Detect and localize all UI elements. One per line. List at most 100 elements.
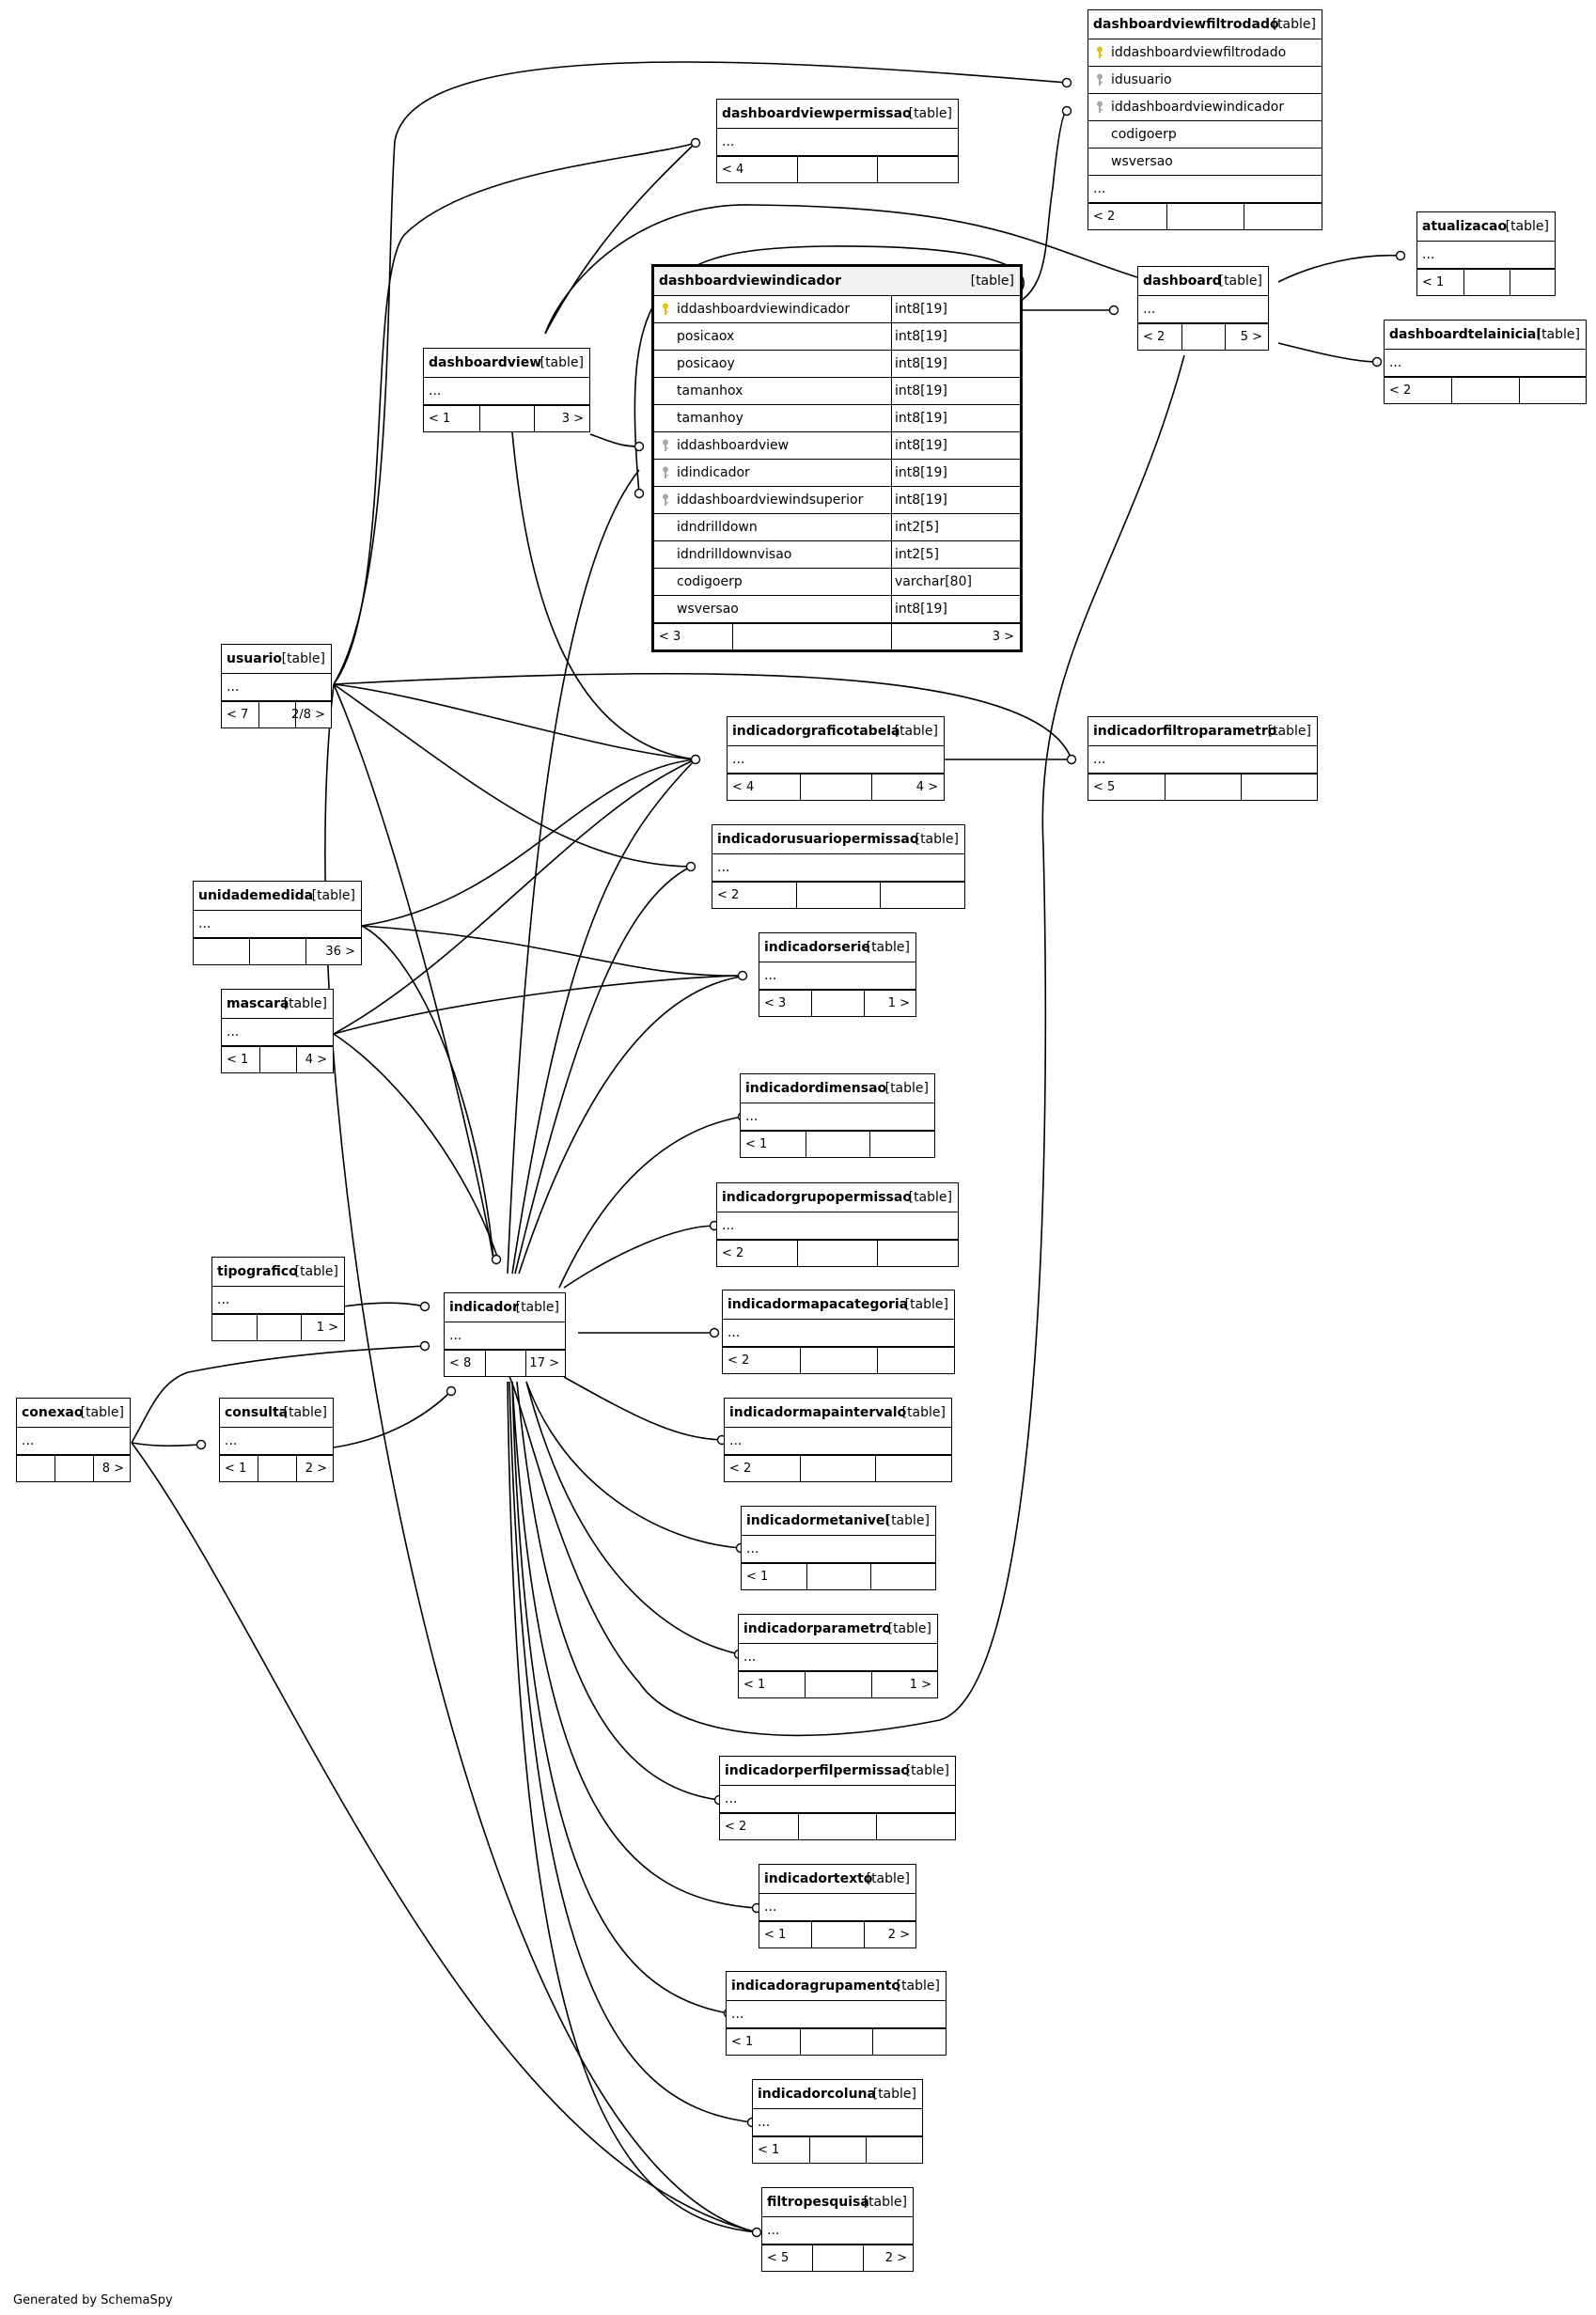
columns-collapsed[interactable]: ...: [222, 674, 331, 701]
table-header[interactable]: indicador[table]: [445, 1293, 565, 1322]
parents-count[interactable]: < 1: [429, 412, 451, 426]
table-dashboardviewindicador[interactable]: dashboardviewindicador[table]iddashboard…: [651, 264, 1023, 652]
parents-count[interactable]: < 2: [729, 1462, 752, 1476]
table-indicadorserie[interactable]: indicadorserie[table]... < 3 1 >: [759, 932, 916, 1017]
table-dashboardtelainicial[interactable]: dashboardtelainicial[table]...< 2: [1384, 320, 1587, 404]
children-count[interactable]: 8 >: [102, 1462, 124, 1476]
table-header[interactable]: filtropesquisa[table]: [762, 2188, 913, 2217]
parents-count[interactable]: < 8: [449, 1356, 472, 1370]
columns-collapsed[interactable]: ...: [1417, 242, 1555, 269]
columns-collapsed[interactable]: ...: [728, 746, 944, 774]
columns-collapsed[interactable]: ...: [762, 2217, 913, 2245]
table-header[interactable]: usuario[table]: [222, 645, 331, 674]
table-header[interactable]: dashboardview[table]: [424, 349, 589, 378]
parents-count[interactable]: < 1: [758, 2143, 780, 2157]
parents-count[interactable]: < 2: [725, 1820, 747, 1834]
table-atualizacao[interactable]: atualizacao[table]...< 1: [1416, 211, 1556, 296]
table-header[interactable]: indicadormapacategoria[table]: [723, 1290, 954, 1320]
parents-count[interactable]: < 1: [227, 1053, 249, 1067]
parents-count[interactable]: < 2: [1389, 383, 1412, 398]
columns-collapsed[interactable]: ...: [194, 911, 361, 938]
children-count[interactable]: 1 >: [316, 1321, 338, 1335]
table-indicadorcoluna[interactable]: indicadorcoluna[table]...< 1: [752, 2079, 923, 2164]
columns-collapsed[interactable]: ...: [717, 1212, 958, 1240]
columns-collapsed[interactable]: ...: [759, 1894, 915, 1921]
parents-count[interactable]: < 2: [717, 888, 740, 902]
columns-collapsed[interactable]: ...: [445, 1322, 565, 1350]
table-header[interactable]: tipografico[table]: [212, 1258, 344, 1287]
children-count[interactable]: 4 >: [915, 780, 938, 794]
columns-collapsed[interactable]: ...: [1088, 746, 1317, 774]
table-header[interactable]: indicadoragrupamento[table]: [727, 1972, 946, 2001]
children-count[interactable]: 36 >: [325, 945, 355, 959]
table-header[interactable]: indicadorfiltroparametro[table]: [1088, 717, 1317, 746]
table-indicadortexto[interactable]: indicadortexto[table]... < 1 2 >: [759, 1864, 916, 1948]
columns-collapsed[interactable]: ...: [739, 1644, 937, 1671]
columns-collapsed[interactable]: ...: [741, 1103, 934, 1131]
table-header[interactable]: indicadormapaintervalo[table]: [725, 1399, 951, 1428]
table-header[interactable]: indicadortexto[table]: [759, 1865, 915, 1894]
children-count[interactable]: 3 >: [561, 412, 584, 426]
table-header[interactable]: mascara[table]: [222, 990, 333, 1019]
columns-collapsed[interactable]: ...: [712, 854, 964, 882]
parents-count[interactable]: < 4: [732, 780, 755, 794]
table-indicadormapaintervalo[interactable]: indicadormapaintervalo[table]...< 2: [724, 1398, 952, 1482]
table-indicadormetanivel[interactable]: indicadormetanivel[table]...< 1: [741, 1506, 936, 1590]
children-count[interactable]: 3 >: [992, 630, 1014, 644]
columns-collapsed[interactable]: ...: [222, 1019, 333, 1046]
columns-collapsed[interactable]: ...: [1385, 350, 1586, 377]
columns-collapsed[interactable]: ...: [17, 1428, 130, 1455]
children-count[interactable]: 2 >: [305, 1462, 327, 1476]
table-header[interactable]: consulta[table]: [220, 1399, 333, 1428]
table-indicadorperfilpermissao[interactable]: indicadorperfilpermissao[table]...< 2: [719, 1756, 956, 1840]
table-indicador[interactable]: indicador[table]... < 8 17 >: [444, 1292, 566, 1377]
table-header[interactable]: conexao[table]: [17, 1399, 130, 1428]
parents-count[interactable]: < 1: [764, 1928, 787, 1942]
table-header[interactable]: indicadorserie[table]: [759, 933, 915, 962]
columns-collapsed[interactable]: ...: [424, 378, 589, 405]
parents-count[interactable]: < 2: [722, 1246, 744, 1260]
table-header[interactable]: unidademedida[table]: [194, 882, 361, 911]
columns-collapsed[interactable]: ...: [720, 1786, 955, 1813]
column-row[interactable]: iddashboardviewindicador: [1088, 94, 1322, 121]
columns-collapsed[interactable]: ...: [723, 1320, 954, 1347]
column-row[interactable]: wsversao: [1088, 149, 1322, 176]
table-header[interactable]: dashboardviewfiltrodado[table]: [1088, 10, 1322, 39]
parents-count[interactable]: < 3: [764, 996, 787, 1010]
columns-collapsed[interactable]: ...: [759, 962, 915, 990]
children-count[interactable]: 1 >: [887, 996, 910, 1010]
children-count[interactable]: 2/8 >: [291, 708, 325, 722]
parents-count[interactable]: < 3: [659, 630, 681, 644]
table-indicadoragrupamento[interactable]: indicadoragrupamento[table]... < 1: [726, 1971, 947, 2056]
columns-collapsed[interactable]: ...: [742, 1536, 935, 1563]
column-row[interactable]: codigoerp: [1088, 121, 1322, 149]
parents-count[interactable]: < 4: [722, 163, 744, 177]
parents-count[interactable]: < 1: [731, 2035, 754, 2049]
parents-count[interactable]: < 5: [767, 2251, 790, 2265]
table-header[interactable]: dashboard[table]: [1138, 267, 1268, 296]
children-count[interactable]: 2 >: [887, 1928, 910, 1942]
table-header[interactable]: dashboardviewindicador[table]: [654, 267, 1020, 296]
parents-count[interactable]: < 2: [1143, 330, 1166, 344]
table-unidademedida[interactable]: unidademedida[table]... 36 >: [193, 881, 362, 965]
table-conexao[interactable]: conexao[table]... 8 >: [16, 1398, 131, 1482]
parents-count[interactable]: < 1: [743, 1678, 766, 1692]
columns-collapsed[interactable]: ...: [717, 129, 958, 156]
columns-collapsed[interactable]: ...: [212, 1287, 344, 1314]
table-indicadorgrupopermissao[interactable]: indicadorgrupopermissao[table]...< 2: [716, 1182, 959, 1267]
children-count[interactable]: 17 >: [529, 1356, 559, 1370]
columns-collapsed[interactable]: ...: [727, 2001, 946, 2028]
